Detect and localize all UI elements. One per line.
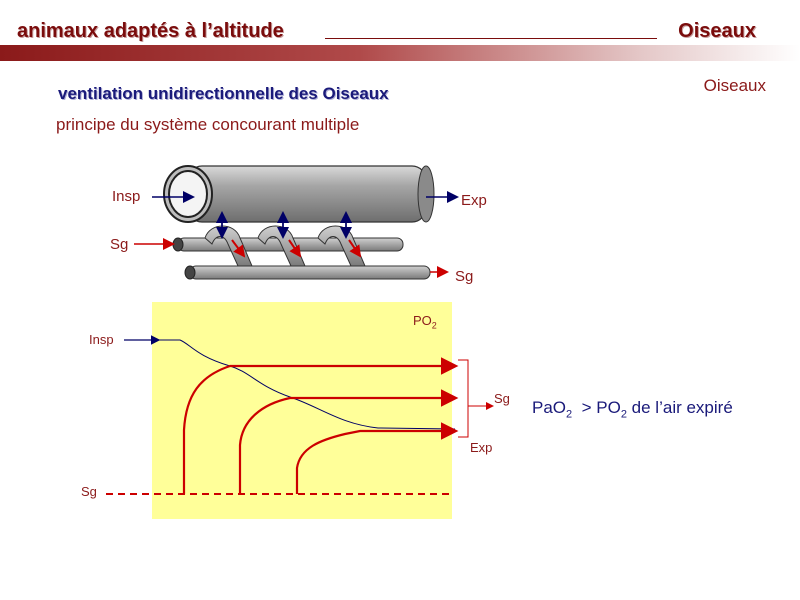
- header-rule: [325, 38, 657, 39]
- schematic-exp-label: Exp: [461, 192, 487, 209]
- slide-title: ventilation unidirectionnelle des Oiseau…: [58, 84, 389, 103]
- connector-flow-arrows: [231, 239, 362, 258]
- exchange-arrows: [216, 211, 352, 239]
- sg-bracket: [458, 359, 469, 438]
- graph-sg-right-label: Sg: [494, 391, 510, 406]
- blood-curve-1: [182, 357, 459, 494]
- blood-curve-3: [295, 422, 459, 494]
- graph-exp-label: Exp: [470, 440, 493, 455]
- schematic-insp-label: Insp: [112, 188, 141, 205]
- schematic-sg-out-label: Sg: [455, 268, 474, 285]
- header-band: [0, 45, 800, 61]
- graph-sg-left-label: Sg: [81, 484, 97, 499]
- header-left-title: animaux adaptés à l’altitude: [17, 20, 284, 42]
- blood-curve-2: [238, 389, 459, 494]
- air-po2-curve: [158, 339, 456, 430]
- comparison-note: PaO2 > PO2 de l’air expiré: [532, 398, 733, 421]
- graph-panel: [152, 302, 452, 519]
- slide-subtitle: principe du système concourant multiple: [56, 115, 360, 134]
- section-tag: Oiseaux: [703, 76, 766, 95]
- graph-po2-label: PO2: [413, 313, 437, 331]
- graph-insp-label: Insp: [89, 332, 114, 347]
- header-right-title: Oiseaux: [678, 20, 756, 42]
- schematic-sg-in-label: Sg: [110, 236, 129, 253]
